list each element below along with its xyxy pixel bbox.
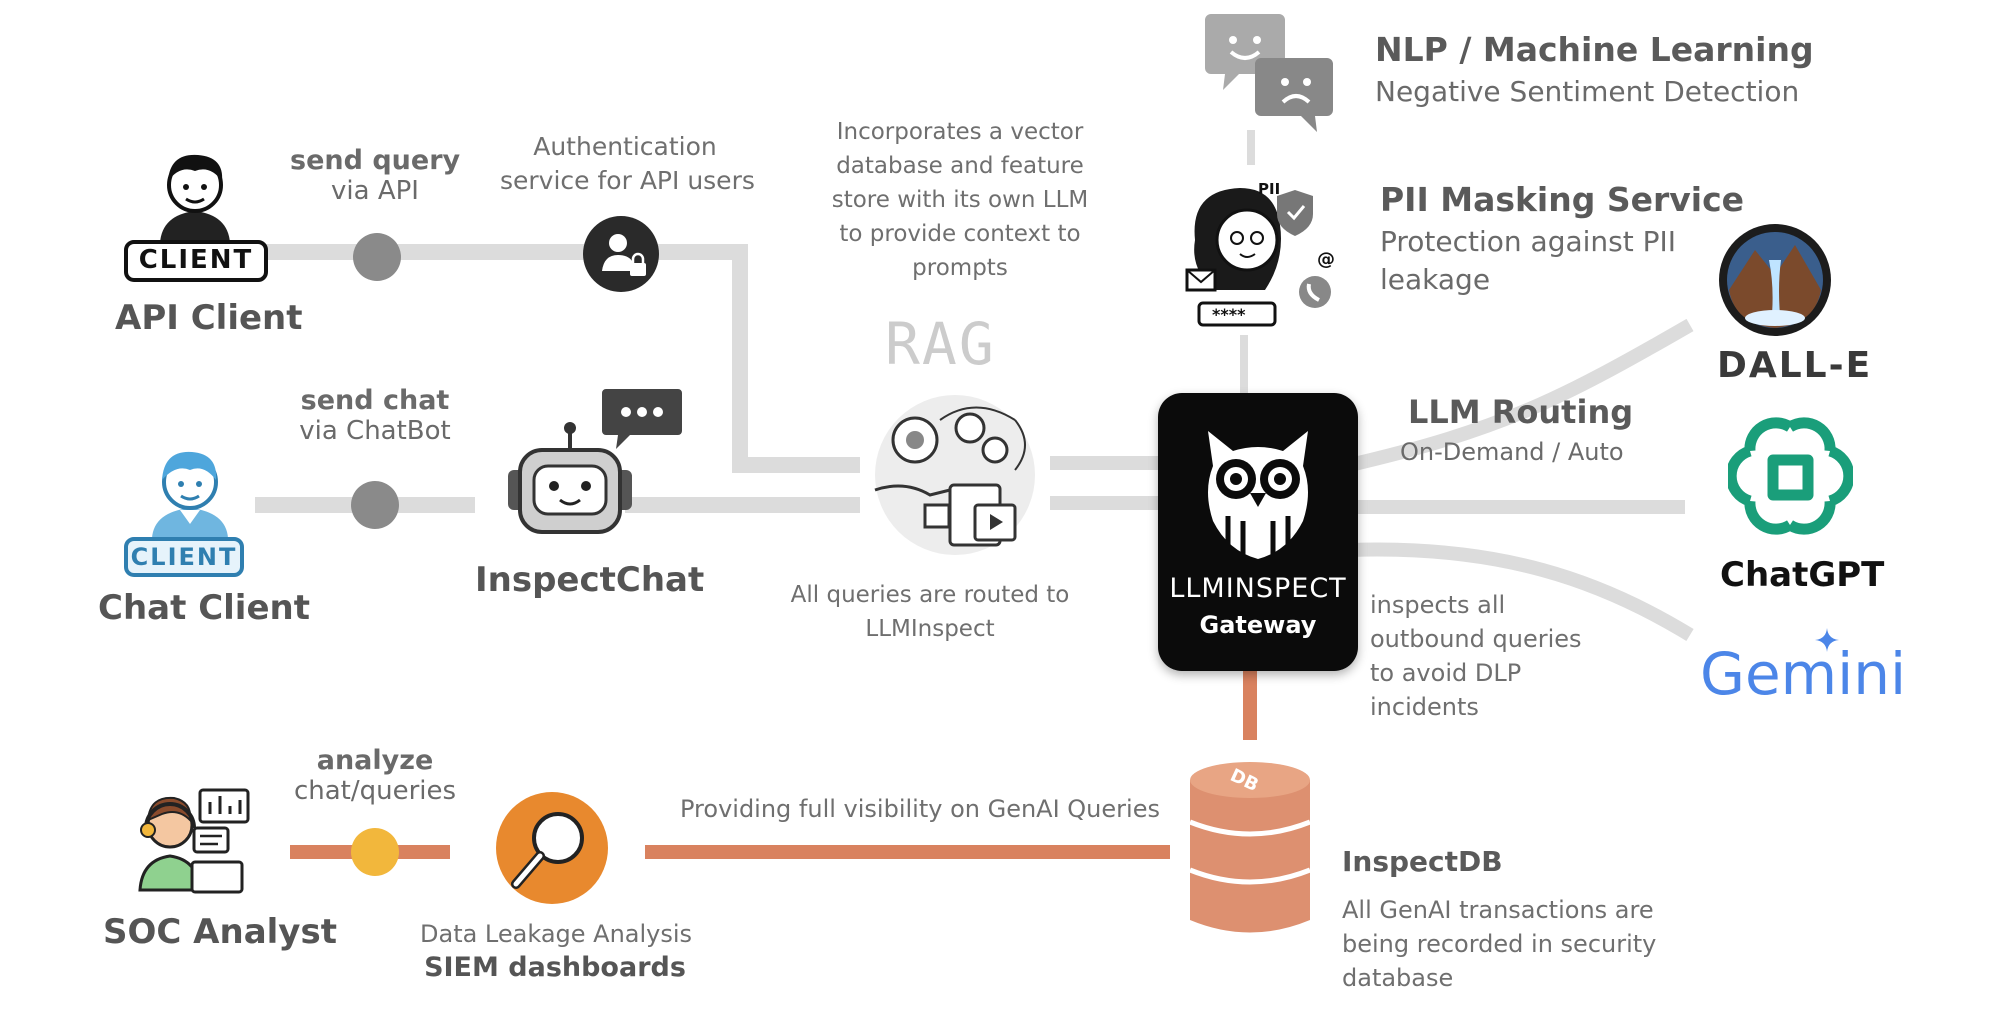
rag-logo: RAG (885, 310, 996, 378)
database-icon (1189, 762, 1311, 933)
magnifier-icon (496, 792, 608, 904)
soc-action: analyze chat/queries (280, 745, 470, 806)
api-action-sub: via API (331, 176, 419, 206)
visibility-text: Providing full visibility on GenAI Queri… (680, 795, 1160, 823)
outbound-line1: inspects all (1370, 591, 1506, 619)
auth-line1: Authentication (533, 132, 717, 161)
rag-line2: database and feature (836, 153, 1084, 179)
outbound-text: inspects all outbound queries to avoid D… (1370, 588, 1582, 724)
siem-line2: SIEM dashboards (424, 952, 686, 983)
outbound-line3: to avoid DLP (1370, 659, 1522, 687)
dalle-logo-icon (1719, 224, 1831, 336)
routed-line1: All queries are routed to (790, 582, 1070, 608)
rag-line4: to provide context to (839, 221, 1081, 247)
soc-action-sub: chat/queries (293, 776, 457, 806)
owl-icon (1208, 431, 1308, 559)
chat-action-sub: via ChatBot (299, 416, 451, 446)
chat-client-person-icon (152, 451, 228, 538)
nlp-sub: Negative Sentiment Detection (1375, 75, 1800, 108)
svg-text:@: @ (1317, 249, 1335, 270)
soc-analyst-icon (138, 788, 250, 894)
routing-sub: On-Demand / Auto (1400, 438, 1624, 466)
rag-line1: Incorporates a vector (836, 119, 1084, 145)
soc-node (351, 828, 399, 876)
outbound-line2: outbound queries (1370, 625, 1582, 653)
routing-title: LLM Routing (1408, 393, 1634, 431)
gemini-sparkle-icon (1815, 628, 1839, 652)
pii-title: PII Masking Service (1380, 180, 1745, 219)
api-flow-line (265, 244, 860, 473)
soc-label: SOC Analyst (103, 912, 337, 952)
chatgpt-label: ChatGPT (1720, 555, 1885, 595)
auth-text: Authentication service for API users (500, 130, 755, 198)
db-title: InspectDB (1342, 845, 1503, 878)
auth-line2: service for API users (500, 166, 755, 195)
robot-icon (508, 422, 632, 534)
rag-description: Incorporates a vector database and featu… (810, 115, 1110, 285)
pii-mask: **** (1212, 305, 1246, 324)
db-line1: All GenAI transactions are (1342, 896, 1654, 924)
siem-line1: Data Leakage Analysis (420, 920, 693, 948)
dalle-label: DALL-E (1717, 345, 1873, 386)
chat-client-badge: CLIENT (124, 537, 244, 577)
gemini-label: Gemini (1700, 640, 1907, 708)
chat-action-bold: send chat (300, 385, 450, 416)
rag-process-icon (874, 395, 1035, 555)
rag-line3: store with its own LLM (831, 187, 1089, 213)
chat-action: send chat via ChatBot (285, 385, 465, 446)
inspectchat-label: InspectChat (475, 560, 705, 600)
chatgpt-logo-icon (1728, 417, 1853, 535)
nlp-title: NLP / Machine Learning (1375, 30, 1814, 69)
routed-line2: LLMInspect (865, 616, 995, 642)
api-client-person-icon (160, 154, 230, 243)
siem-text: Data Leakage Analysis SIEM dashboards (420, 920, 693, 983)
route-dalle-line (1348, 318, 1694, 472)
api-client-badge: CLIENT (124, 240, 268, 282)
api-action-bold: send query (290, 145, 461, 176)
sentiment-bubbles-icon (1205, 14, 1333, 132)
pii-badge: PII (1258, 180, 1281, 198)
db-description: All GenAI transactions are being recorde… (1342, 893, 1656, 995)
outbound-line4: incidents (1370, 693, 1479, 721)
api-client-label: API Client (115, 298, 303, 338)
gateway-name: LLMINSPECT (1169, 573, 1347, 604)
auth-user-lock-icon (583, 216, 659, 292)
chat-node (351, 481, 399, 529)
db-line2: being recorded in security (1342, 930, 1657, 958)
pii-masking-icon: @ (1185, 188, 1335, 327)
api-action: send query via API (290, 145, 460, 206)
chat-bubble-icon (602, 389, 682, 449)
gateway-sub: Gateway (1199, 611, 1317, 639)
gateway-box: LLMINSPECT Gateway (1158, 393, 1358, 671)
routed-text: All queries are routed to LLMInspect (780, 578, 1080, 646)
api-node (353, 233, 401, 281)
soc-action-bold: analyze (316, 745, 434, 776)
db-line3: database (1342, 964, 1454, 992)
pii-line1: Protection against PII (1380, 225, 1677, 258)
route-gemini-line (1349, 542, 1694, 641)
pii-line2: leakage (1380, 263, 1491, 296)
rag-line5: prompts (912, 255, 1008, 281)
chat-client-label: Chat Client (98, 588, 310, 628)
